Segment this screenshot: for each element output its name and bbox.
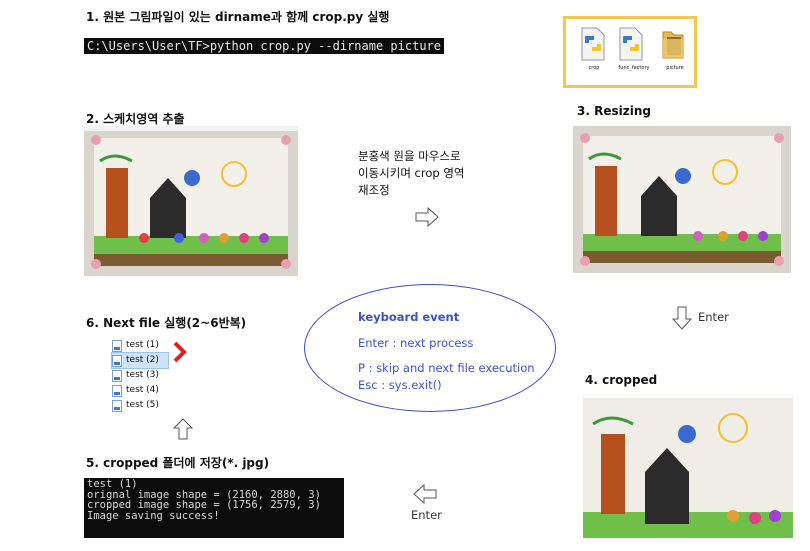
enter-label: Enter bbox=[411, 508, 442, 522]
crop-note: 분홍색 원을 마우스로 이동시키며 crop 영역 재조정 bbox=[358, 148, 508, 199]
image-file-icon bbox=[112, 369, 122, 382]
drawing-image bbox=[573, 126, 791, 273]
list-item-selected[interactable]: test (2) bbox=[111, 352, 169, 369]
terminal-line: orignal image shape = (2160, 2880, 3) bbox=[87, 488, 321, 501]
image-file-icon bbox=[112, 399, 122, 412]
file-label: picture bbox=[666, 65, 684, 71]
red-chevron-icon bbox=[173, 341, 187, 363]
file-name: test (3) bbox=[126, 370, 159, 380]
folder-icon[interactable]: picture bbox=[660, 27, 690, 81]
arrow-right-icon bbox=[415, 206, 439, 228]
file-name: test (5) bbox=[126, 400, 159, 410]
image-file-icon bbox=[112, 339, 122, 352]
step6-title: 6. Next file 실행(2~6반복) bbox=[86, 316, 247, 330]
resized-image bbox=[573, 126, 791, 273]
step5-title: 5. cropped 폴더에 저장(*. jpg) bbox=[86, 456, 270, 470]
file-name: test (1) bbox=[126, 340, 159, 350]
folder-icon bbox=[662, 31, 684, 59]
file-name: test (4) bbox=[126, 385, 159, 395]
note-line: 이동시키며 crop 영역 bbox=[358, 166, 465, 180]
file-name: test (2) bbox=[126, 355, 159, 365]
list-item[interactable]: test (3) bbox=[112, 368, 168, 383]
keyboard-line: Enter : next process bbox=[358, 336, 474, 350]
command-line: C:\Users\User\TF>python crop.py --dirnam… bbox=[84, 38, 445, 54]
terminal-line: cropped image shape = (1756, 2579, 3) bbox=[87, 499, 321, 512]
step2-title: 2. 스케치영역 추출 bbox=[86, 112, 185, 126]
keyboard-event-box bbox=[304, 284, 556, 412]
enter-label: Enter bbox=[698, 310, 729, 324]
sketch-window[interactable] bbox=[84, 126, 298, 276]
note-line: 분홍색 원을 마우스로 bbox=[358, 149, 461, 163]
arrow-down-icon bbox=[671, 306, 693, 330]
step4-title: 4. cropped bbox=[585, 373, 658, 387]
python-file-icon[interactable]: crop bbox=[580, 27, 608, 81]
file-label: crop bbox=[588, 65, 600, 71]
python-file-icon bbox=[581, 27, 605, 61]
terminal-line: test (1) bbox=[87, 478, 138, 490]
keyboard-title: keyboard event bbox=[358, 310, 460, 324]
python-file-icon bbox=[619, 27, 643, 61]
file-label: func_factory bbox=[618, 65, 650, 71]
terminal-output: test (1)orignal image shape = (2160, 288… bbox=[84, 478, 344, 538]
terminal-line: Image saving success! bbox=[87, 509, 220, 522]
step3-title: 3. Resizing bbox=[577, 104, 651, 118]
drawing-image bbox=[583, 394, 793, 538]
list-item[interactable]: test (5) bbox=[112, 398, 168, 413]
cropped-image bbox=[583, 394, 793, 538]
folder-contents: crop func_factory picture bbox=[563, 16, 697, 88]
arrow-left-icon bbox=[413, 484, 437, 504]
arrow-up-icon bbox=[172, 418, 194, 440]
keyboard-line: P : skip and next file execution bbox=[358, 361, 535, 375]
image-file-icon bbox=[112, 354, 122, 367]
image-file-icon bbox=[112, 384, 122, 397]
note-line: 재조정 bbox=[358, 183, 390, 197]
drawing-image bbox=[84, 126, 298, 276]
list-item[interactable]: test (1) bbox=[112, 338, 168, 353]
list-item[interactable]: test (4) bbox=[112, 383, 168, 398]
file-list: test (1) test (2) test (3) test (4) test… bbox=[111, 338, 169, 413]
step1-title: 1. 원본 그림파일이 있는 dirname과 함께 crop.py 실행 bbox=[86, 10, 390, 24]
python-file-icon[interactable]: func_factory bbox=[618, 27, 650, 81]
keyboard-line: Esc : sys.exit() bbox=[358, 378, 442, 392]
